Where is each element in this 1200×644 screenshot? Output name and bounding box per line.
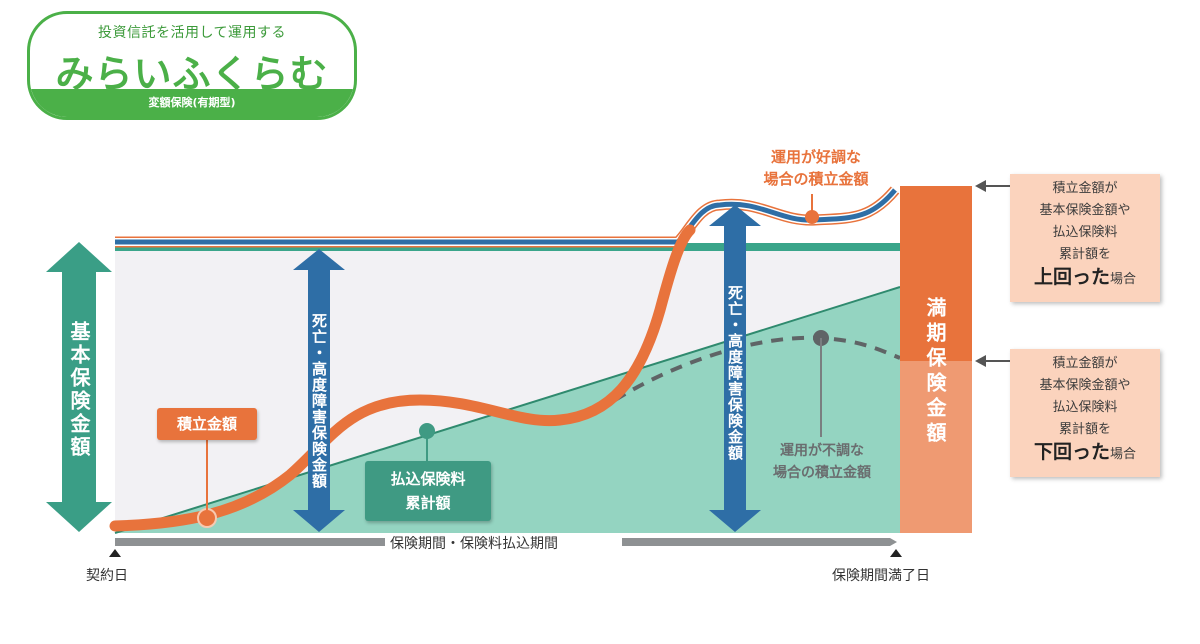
callout-below-line4: 累計額を	[1058, 422, 1111, 437]
period-label: 保険期間・保険料払込期間	[390, 536, 558, 552]
callout-above-line2: 基本保険金額や	[1039, 203, 1131, 218]
bad-case-line2: 場合の積立金額	[773, 465, 871, 481]
bad-case-annotation: 運用が不調な 場合の積立金額	[752, 440, 892, 484]
bad-case-line1: 運用が不調な	[780, 443, 864, 459]
accumulated-marker	[197, 508, 217, 528]
period-bar-right	[622, 538, 897, 546]
end-marker-icon	[890, 549, 902, 557]
callout-below-suffix: 場合	[1110, 447, 1137, 462]
end-date-label: 保険期間満了日	[832, 568, 930, 584]
good-case-marker	[805, 210, 819, 224]
accumulated-amount-label: 積立金額	[157, 408, 257, 440]
period-bar-left	[115, 538, 385, 546]
callout-above-line4: 累計額を	[1058, 247, 1111, 262]
callout-below-emphasis: 下回った	[1033, 441, 1110, 463]
premium-total-label-line2: 累計額	[405, 494, 451, 512]
callout-below: 積立金額が 基本保険金額や 払込保険料 累計額を 下回った場合	[1010, 349, 1160, 477]
logo-product-type: 変額保険(有期型)	[30, 89, 354, 117]
premium-total-label: 払込保険料 累計額	[365, 461, 491, 521]
basic-insurance-arrow	[46, 242, 112, 532]
good-case-line1: 運用が好調な	[770, 148, 861, 166]
good-case-line2: 場合の積立金額	[763, 170, 869, 188]
callout-above-suffix: 場合	[1110, 272, 1137, 287]
logo-subtitle: 投資信託を活用して運用する	[97, 25, 287, 41]
callout-below-line1: 積立金額が	[1052, 356, 1118, 371]
death-benefit-arrow-left	[293, 249, 345, 532]
callout-above-line3: 払込保険料	[1052, 225, 1118, 240]
accumulated-amount-curve	[109, 224, 696, 532]
maturity-benefit-label: 満期保険金額	[923, 297, 947, 447]
death-benefit-line	[115, 188, 897, 245]
maturity-bar-lower	[900, 361, 972, 533]
callout-above: 積立金額が 基本保険金額や 払込保険料 累計額を 上回った場合	[1010, 174, 1160, 302]
basic-insurance-label: 基本保険金額	[67, 321, 91, 459]
death-benefit-arrow-right	[709, 205, 761, 532]
arrow-left-icon	[975, 180, 986, 192]
good-case-annotation: 運用が好調な 場合の積立金額	[740, 146, 892, 190]
start-marker-icon	[109, 549, 121, 557]
start-date-label: 契約日	[86, 568, 128, 584]
bad-case-line	[613, 335, 901, 402]
death-benefit-label-right: 死亡・高度障害保険金額	[726, 285, 744, 461]
death-benefit-label-left: 死亡・高度障害保険金額	[310, 313, 328, 489]
product-logo: 投資信託を活用して運用する みらいふくらむ 変額保険(有期型)	[27, 11, 357, 120]
logo-product-name: みらいふくらむ	[55, 52, 329, 96]
callout-below-line3: 払込保険料	[1052, 400, 1118, 415]
callout-below-line2: 基本保険金額や	[1039, 378, 1131, 393]
maturity-bar-upper	[900, 186, 972, 361]
callout-above-line1: 積立金額が	[1052, 181, 1118, 196]
callout-above-emphasis: 上回った	[1033, 266, 1110, 288]
arrow-left-icon	[975, 355, 986, 367]
premium-total-label-line1: 払込保険料	[390, 470, 466, 488]
